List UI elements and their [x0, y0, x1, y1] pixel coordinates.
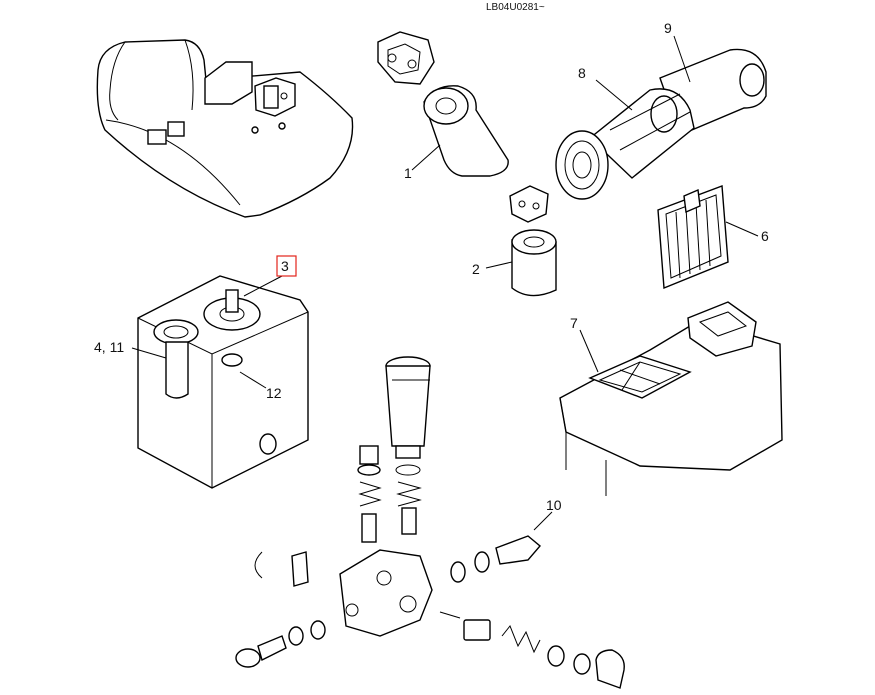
air-cleaner-parts-8-9: 8 9 [555, 20, 767, 200]
callout-7: 7 [570, 315, 578, 331]
reference-code: LB04U0281~ [486, 2, 545, 13]
callout-10: 10 [546, 497, 562, 513]
callout-9: 9 [664, 20, 672, 36]
hydraulic-tank-assembly: 4, 11 12 3 [94, 255, 309, 489]
valve-block-part-10: 10 [235, 497, 625, 689]
callout-3-highlight-box[interactable] [276, 255, 297, 277]
filler-strainer-parts [357, 356, 431, 543]
cabin-filter-part-6: 6 [657, 185, 769, 290]
engine-cover-assembly [96, 39, 354, 218]
callout-12: 12 [266, 385, 282, 401]
callout-2: 2 [472, 261, 480, 277]
oil-filter-part-1: 1 [377, 31, 509, 181]
callout-8: 8 [578, 65, 586, 81]
heater-unit-part-7: 7 [559, 301, 783, 496]
callout-4-11: 4, 11 [94, 339, 124, 355]
callout-1: 1 [404, 165, 412, 181]
fuel-filter-part-2: 2 [472, 185, 557, 297]
callout-6: 6 [761, 228, 769, 244]
callout-3[interactable]: 3 [281, 258, 289, 274]
